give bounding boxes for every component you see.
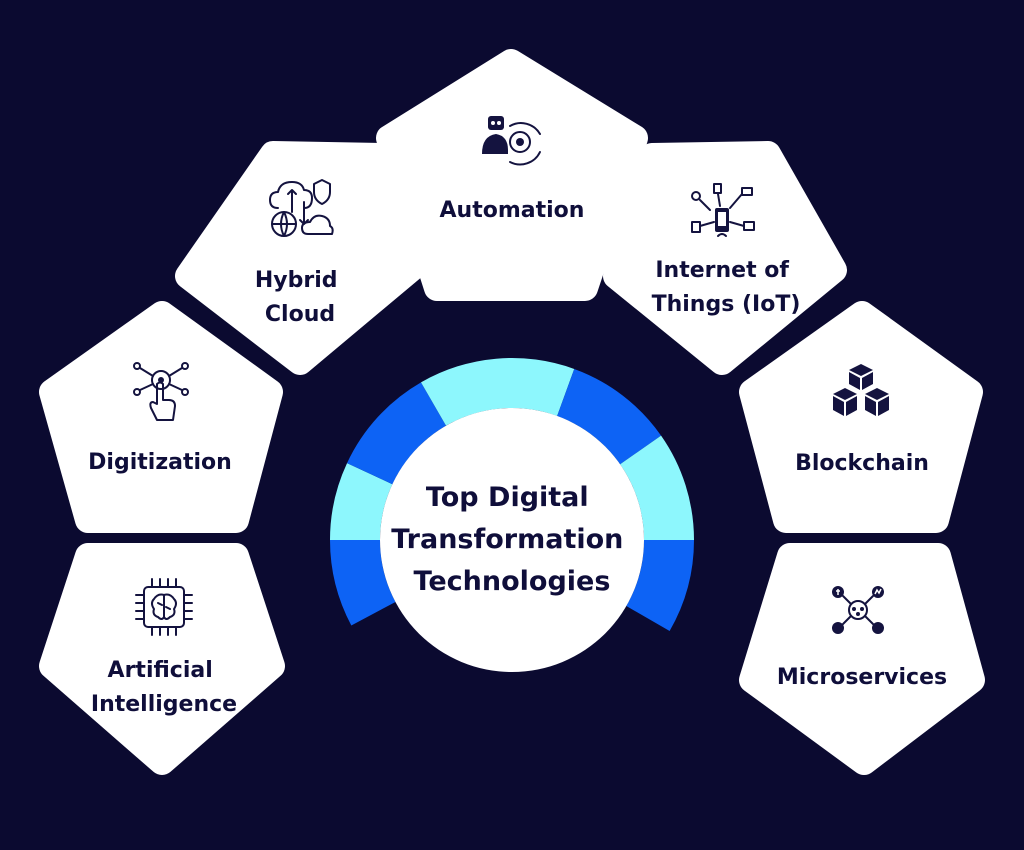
center-circle xyxy=(380,408,644,672)
node-hybrid-cloud: Hybrid Cloud xyxy=(175,141,430,375)
node-microservices-card xyxy=(739,543,985,775)
node-hybrid-cloud-card xyxy=(175,141,430,375)
node-microservices: Microservices xyxy=(739,543,985,775)
node-iot-card xyxy=(603,141,847,375)
arc-segment xyxy=(347,382,446,485)
node-automation-label: Automation xyxy=(440,198,585,223)
node-ai-line-1: Artificial xyxy=(108,658,213,683)
node-automation-line-1: Automation xyxy=(440,198,585,223)
touch-network-icon xyxy=(133,362,189,421)
center-arc-ring xyxy=(330,358,694,631)
cloud-network-icon xyxy=(269,179,334,237)
node-ai-card xyxy=(39,543,285,775)
node-blockchain-label: Blockchain xyxy=(795,451,929,476)
robot-gear-icon xyxy=(482,116,541,166)
node-artificial-intelligence: Artificial Intelligence xyxy=(39,543,285,775)
node-ai-label: Artificial Intelligence xyxy=(91,658,237,717)
arc-segment xyxy=(626,540,694,631)
node-automation-card xyxy=(376,49,648,301)
node-blockchain-line-1: Blockchain xyxy=(795,451,929,476)
node-microservices-label: Microservices xyxy=(777,665,947,690)
node-digitization: Digitization xyxy=(39,301,283,533)
center-title-line-3: Technologies xyxy=(414,566,611,597)
node-hybrid-cloud-line-2: Cloud xyxy=(265,302,335,327)
node-digitization-card xyxy=(39,301,283,533)
center-title: Top Digital Transformation Technologies xyxy=(391,482,633,597)
arc-segment xyxy=(620,435,694,540)
center-title-line-2: Transformation xyxy=(391,524,623,555)
node-ai-line-2: Intelligence xyxy=(91,692,237,717)
arc-segment xyxy=(557,368,662,465)
service-hub-icon xyxy=(832,586,884,634)
node-iot-label: Internet of Things (IoT) xyxy=(652,258,801,317)
center-title-line-1: Top Digital xyxy=(426,482,589,513)
node-iot-line-1: Internet of xyxy=(655,258,789,283)
node-microservices-line-1: Microservices xyxy=(777,665,947,690)
connected-devices-icon xyxy=(691,183,755,237)
node-digitization-label: Digitization xyxy=(88,450,232,475)
node-hybrid-cloud-line-1: Hybrid xyxy=(255,268,338,293)
node-automation: Automation xyxy=(376,49,648,301)
node-hybrid-cloud-label: Hybrid Cloud xyxy=(255,268,345,327)
node-iot-line-2: Things (IoT) xyxy=(652,292,801,317)
node-iot: Internet of Things (IoT) xyxy=(603,141,847,375)
arc-segment xyxy=(421,358,575,426)
cubes-icon xyxy=(833,364,889,416)
arc-segment xyxy=(330,463,393,540)
node-blockchain-card xyxy=(739,301,983,533)
brain-chip-icon xyxy=(135,578,193,636)
arc-segment xyxy=(330,540,396,626)
node-digitization-line-1: Digitization xyxy=(88,450,232,475)
node-blockchain: Blockchain xyxy=(739,301,983,533)
